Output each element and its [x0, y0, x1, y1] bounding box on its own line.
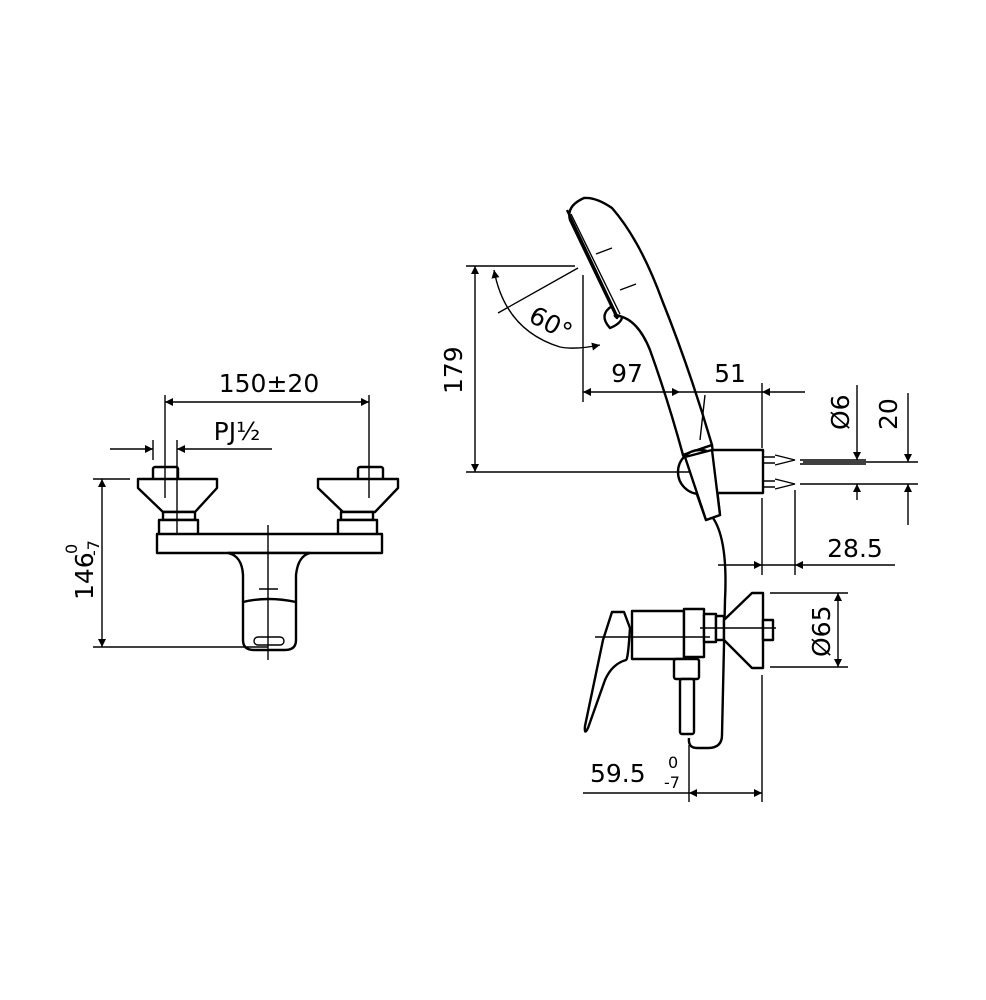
dim-height-tol-upper: 0 — [62, 544, 81, 554]
dim-angle-label: 60° — [524, 300, 577, 346]
dim-thread-label: PJ½ — [214, 417, 261, 446]
dim-height-front: 146 0 -7 — [62, 540, 103, 600]
dim-height-tol-lower: -7 — [84, 540, 103, 556]
front-view-faucet — [136, 395, 400, 660]
dim-bracket-depth-label: 28.5 — [827, 534, 883, 563]
mixing-valve — [583, 591, 776, 736]
side-view-dimensions — [466, 265, 918, 802]
dim-valve-projection: 59.5 0 -7 — [590, 753, 680, 792]
dim-valve-tol-upper: 0 — [668, 753, 678, 772]
dim-valve-tol-lower: -7 — [664, 773, 680, 792]
dim-screw-spacing-label: 20 — [874, 398, 903, 430]
dim-reach-bracket-label: 51 — [714, 359, 746, 388]
dim-valve-projection-label: 59.5 — [590, 759, 646, 788]
dim-reach-head-label: 97 — [611, 359, 643, 388]
dim-spacing-label: 150±20 — [219, 369, 319, 398]
wall-bracket — [676, 448, 796, 522]
dim-height-side-label: 179 — [439, 346, 468, 394]
dim-escutcheon-dia-label: Ø65 — [807, 606, 836, 658]
front-view-dimensions — [93, 398, 369, 648]
dim-height-label: 146 — [70, 552, 99, 600]
dim-screw-dia-label: Ø6 — [826, 394, 855, 430]
hose — [687, 517, 727, 750]
